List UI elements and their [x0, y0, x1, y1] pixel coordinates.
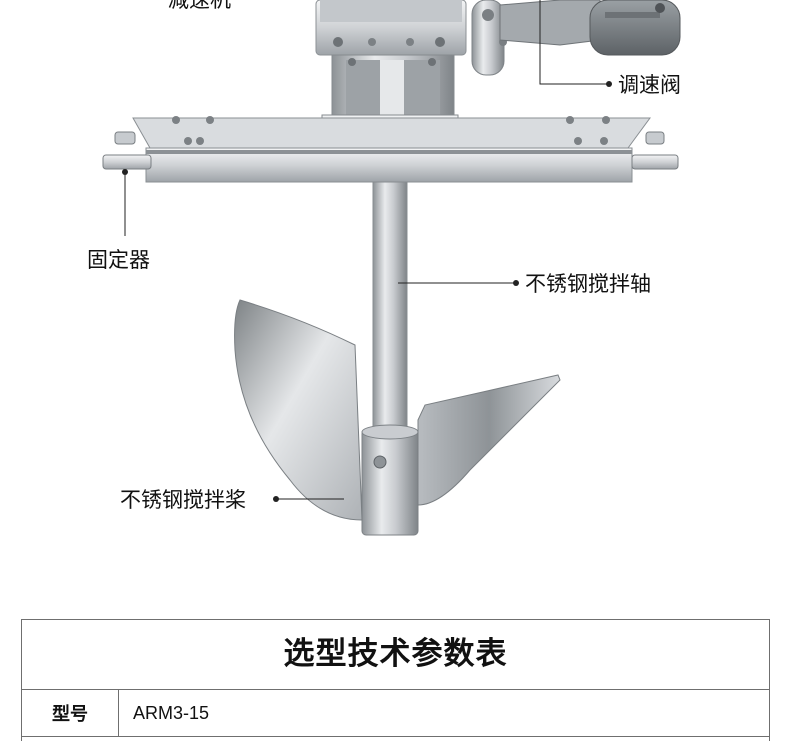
label-speed-valve: 调速阀 [618, 73, 681, 97]
label-reducer: 减速机 [168, 0, 231, 12]
mixer-drawing [102, 0, 681, 536]
label-fixer: 固定器 [87, 248, 150, 272]
label-stainless-paddle: 不锈钢搅拌桨 [120, 488, 246, 512]
spec-key: 型号 [22, 690, 119, 736]
spec-table-title: 选型技术参数表 [22, 620, 769, 690]
spec-table: 选型技术参数表 型号 ARM3-15 [21, 619, 770, 741]
spec-value: ARM3-15 [133, 702, 210, 723]
table-row: 型号 ARM3-15 [22, 690, 769, 737]
product-illustration: 减速机 调速阀 固定器 不锈钢搅拌轴 不锈钢搅拌桨 [87, 0, 681, 536]
label-stainless-shaft: 不锈钢搅拌轴 [525, 272, 651, 296]
